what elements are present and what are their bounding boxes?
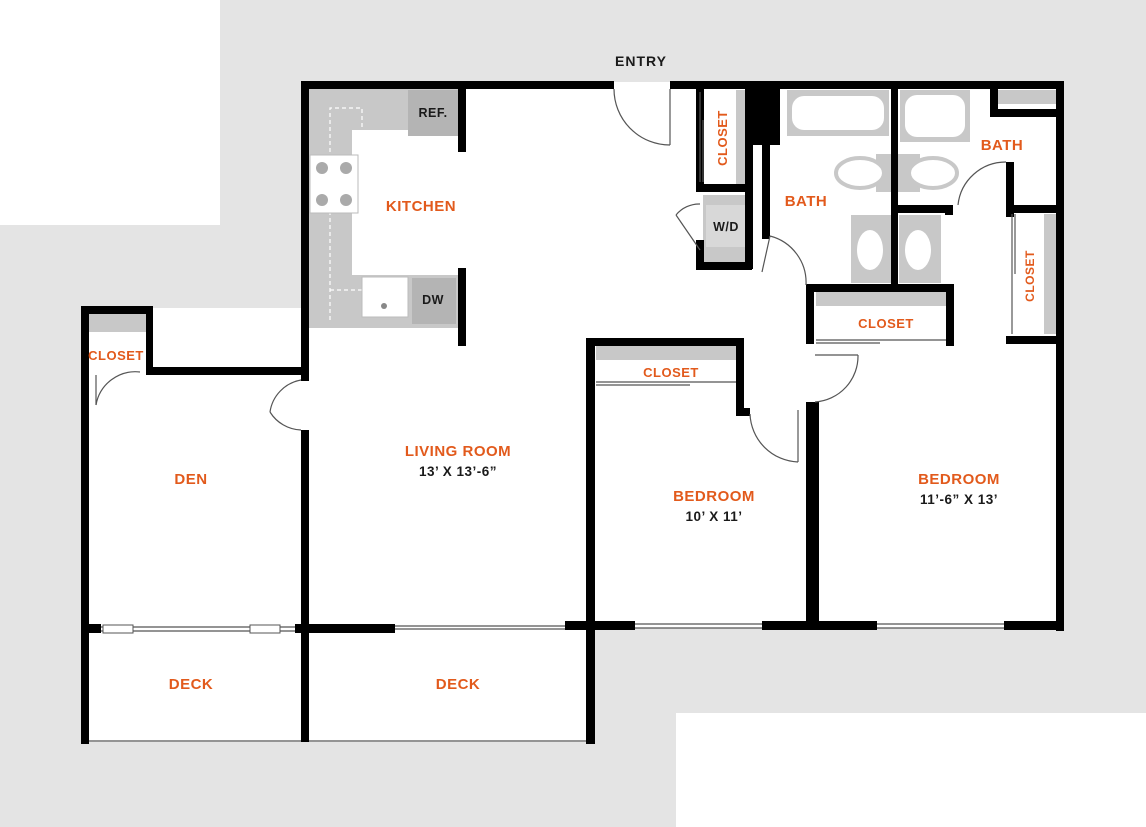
entry-label: ENTRY — [615, 53, 667, 69]
deck-2-label: DECK — [436, 676, 481, 693]
bathtub-icon — [787, 90, 889, 136]
bedroom-1-label: BEDROOM — [673, 488, 755, 505]
living-room-label: LIVING ROOM — [405, 443, 511, 460]
dishwasher-label: DW — [422, 293, 444, 307]
sink-icon — [899, 215, 941, 283]
bathtub-icon — [900, 90, 970, 142]
bath-2-closet-label: CLOSET — [1023, 250, 1037, 302]
refrigerator — [408, 90, 458, 136]
dishwasher — [412, 278, 456, 324]
bath-1-label: BATH — [785, 193, 828, 210]
closet-doors — [596, 92, 1016, 386]
bedroom-2-label: BEDROOM — [918, 471, 1000, 488]
washer-dryer-label: W/D — [713, 220, 739, 234]
washer-dryer — [703, 195, 749, 265]
bedroom-1-dims: 10’ X 11’ — [685, 509, 742, 524]
deck-sliders — [89, 623, 1004, 742]
den-label: DEN — [174, 471, 207, 488]
living-room-dims: 13’ X 13’-6” — [419, 464, 497, 479]
bath-2-label: BATH — [981, 137, 1024, 154]
toilet-icon — [834, 154, 900, 192]
doors — [95, 88, 1007, 463]
deck-1-label: DECK — [169, 676, 214, 693]
sink-icon — [851, 215, 893, 283]
refrigerator-label: REF. — [418, 106, 447, 120]
stove-icon — [309, 154, 359, 214]
bedroom-2-closet-label: CLOSET — [858, 316, 914, 331]
bedroom-1-closet-label: CLOSET — [643, 365, 699, 380]
closet-shelves — [88, 90, 1056, 360]
kitchen-sink-icon — [361, 276, 409, 318]
entry-closet-label: CLOSET — [715, 110, 730, 166]
toilet-icon — [896, 154, 959, 192]
kitchen-label: KITCHEN — [386, 198, 456, 215]
den-closet-label: CLOSET — [88, 348, 144, 363]
bedroom-2-dims: 11’-6” X 13’ — [920, 492, 998, 507]
walls — [81, 81, 1064, 744]
